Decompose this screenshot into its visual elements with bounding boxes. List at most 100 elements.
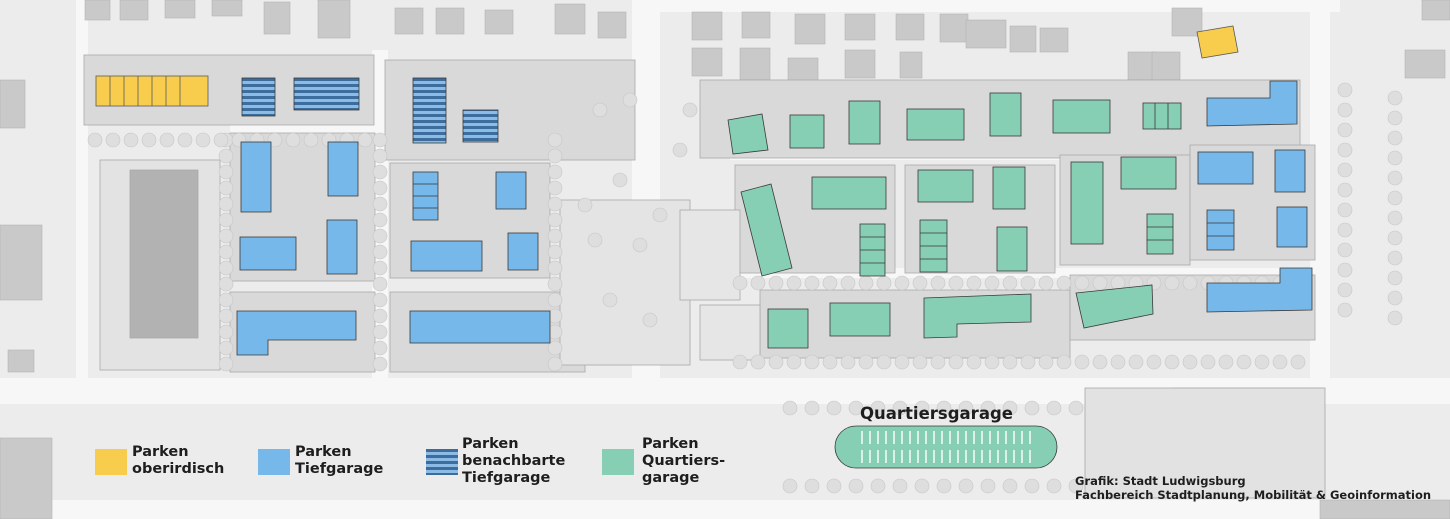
tree-icon (914, 400, 930, 416)
parking-district-garage (1075, 284, 1154, 329)
tree-icon (1337, 102, 1353, 118)
tree-icon (218, 244, 234, 260)
parking-surface-group (95, 25, 1239, 107)
tree-icon (1056, 354, 1072, 370)
tree-icon (372, 340, 388, 356)
tree-icon (372, 196, 388, 212)
tree-icon (930, 275, 946, 291)
tree-icon (840, 275, 856, 291)
tree-icon (984, 354, 1000, 370)
tree-icon (786, 275, 802, 291)
tree-icon (372, 324, 388, 340)
tree-icon (1337, 182, 1353, 198)
tree-icon (1056, 275, 1072, 291)
tree-icon (768, 354, 784, 370)
tree-icon (1002, 354, 1018, 370)
tree-icon (948, 354, 964, 370)
tree-icon (804, 354, 820, 370)
parking-underground (1206, 209, 1235, 251)
tree-icon (894, 354, 910, 370)
tree-icon (1092, 354, 1108, 370)
parking-district-garage (992, 166, 1026, 210)
tree-icon (1092, 275, 1108, 291)
parking-neighbor-underground (462, 109, 499, 143)
tree-icon (218, 180, 234, 196)
tree-icon (622, 92, 638, 108)
tree-icon (372, 164, 388, 180)
tree-icon (1182, 354, 1198, 370)
tree-icon (750, 354, 766, 370)
parking-underground (409, 310, 551, 344)
tree-icon (547, 212, 563, 228)
tree-icon (547, 276, 563, 292)
parking-underground (1206, 80, 1298, 127)
parking-district-garage (740, 183, 793, 277)
legend-label-underground: Parken Tiefgarage (295, 444, 384, 477)
tree-icon (1254, 354, 1270, 370)
tree-icon (892, 400, 908, 416)
tree-icon (218, 164, 234, 180)
tree-icon (1046, 400, 1062, 416)
tree-icon (782, 400, 798, 416)
parking-district-garage (848, 100, 881, 145)
tree-icon (876, 354, 892, 370)
tree-icon (372, 356, 388, 372)
legend-swatch-underground (258, 449, 290, 475)
tree-icon (547, 196, 563, 212)
tree-icon (547, 356, 563, 372)
tree-icon (1074, 354, 1090, 370)
tree-icon (587, 232, 603, 248)
tree-icon (218, 212, 234, 228)
parking-underground (326, 219, 358, 275)
tree-icon (1002, 275, 1018, 291)
tree-icon (936, 478, 952, 494)
tree-icon (848, 400, 864, 416)
legend-label-neighbor: Parken benachbarte Tiefgarage (462, 436, 566, 486)
tree-icon (372, 276, 388, 292)
tree-icon (1337, 202, 1353, 218)
tree-icon (1337, 222, 1353, 238)
tree-icon (372, 244, 388, 260)
tree-icon (547, 148, 563, 164)
parking-district-garage (917, 169, 974, 203)
tree-icon (285, 132, 301, 148)
tree-icon (1337, 122, 1353, 138)
tree-icon (1387, 110, 1403, 126)
tree-icon (984, 275, 1000, 291)
parking-underground (1276, 206, 1308, 248)
tree-icon (1387, 170, 1403, 186)
parking-underground (410, 240, 483, 272)
tree-icon (372, 308, 388, 324)
tree-icon (218, 260, 234, 276)
tree-icon (826, 478, 842, 494)
tree-icon (87, 132, 103, 148)
credit-line-1: Grafik: Stadt Ludwigsburg (1075, 474, 1246, 488)
legend-swatch-surface (95, 449, 127, 475)
parking-neighbor-underground (412, 77, 447, 144)
parking-district-garage (923, 293, 1032, 339)
parking-underground (507, 232, 539, 271)
tree-icon (1387, 130, 1403, 146)
tree-icon (547, 132, 563, 148)
tree-icon (218, 196, 234, 212)
legend-label-district: Parken Quartiers- garage (642, 436, 726, 486)
parking-district-garage (829, 302, 891, 337)
quartiersgarage-building (834, 425, 1058, 469)
tree-icon (547, 180, 563, 196)
tree-icon (1200, 354, 1216, 370)
tree-icon (804, 275, 820, 291)
tree-icon (826, 400, 842, 416)
tree-icon (1002, 400, 1018, 416)
tree-icon (1337, 242, 1353, 258)
tree-icon (870, 400, 886, 416)
tree-icon (642, 312, 658, 328)
tree-icon (218, 292, 234, 308)
tree-icon (213, 132, 229, 148)
tree-icon (1020, 354, 1036, 370)
tree-icon (1164, 275, 1180, 291)
tree-icon (782, 478, 798, 494)
tree-icon (1046, 478, 1062, 494)
tree-icon (218, 308, 234, 324)
